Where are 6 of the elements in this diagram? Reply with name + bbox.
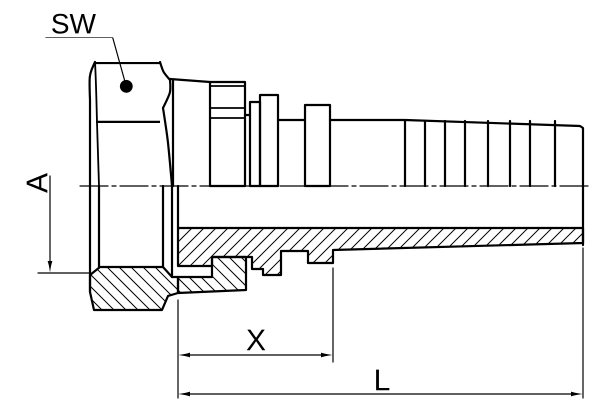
nut-face-drawing — [96, 62, 160, 123]
leader-line — [112, 37, 133, 93]
part-label: SW — [45, 14, 112, 38]
dimension-label: X — [246, 330, 266, 350]
dimension-label: A — [26, 173, 48, 193]
dimension-label: L — [376, 370, 390, 390]
